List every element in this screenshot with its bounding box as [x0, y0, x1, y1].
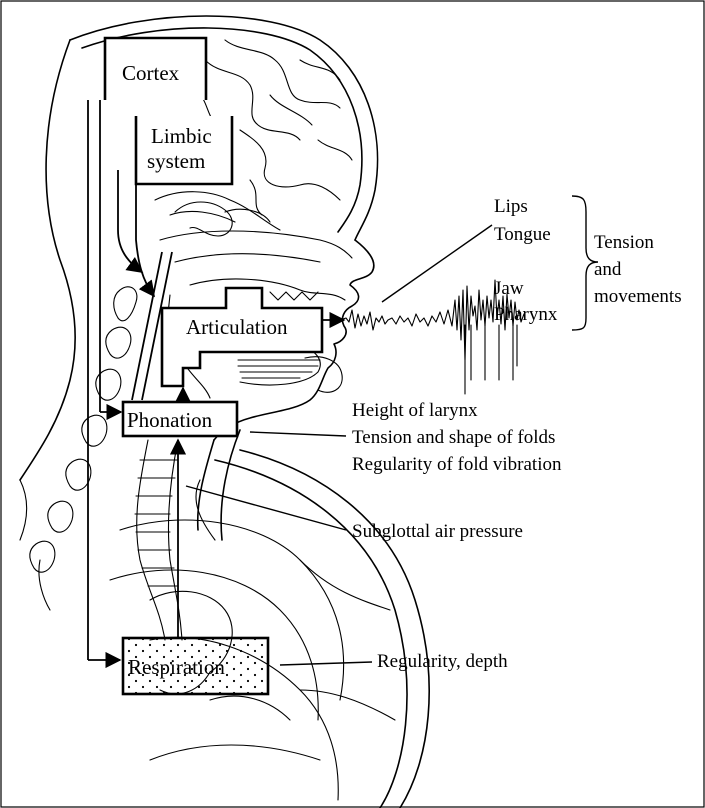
tongue-label: Tongue — [494, 224, 551, 245]
phonation-label-line2: Tension and shape of folds — [352, 427, 555, 448]
cortex-label: Cortex — [122, 61, 180, 85]
phonation-label-line1: Height of larynx — [352, 400, 478, 421]
articulation-label: Articulation — [186, 315, 288, 339]
lips-pointer-line — [382, 225, 492, 302]
phonation-pointer-line — [250, 432, 346, 436]
subglottal-label: Subglottal air pressure — [352, 521, 523, 542]
bracket-label-line3: movements — [594, 286, 682, 307]
phonation-label-line3: Regularity of fold vibration — [352, 454, 562, 475]
arrow-limbic-down — [136, 185, 154, 296]
phonation-label: Phonation — [127, 408, 213, 432]
ribcage-illustration — [110, 450, 429, 808]
bracket-label-line2: and — [594, 259, 622, 280]
respiration-label: Respiration — [128, 655, 225, 679]
bracket-label-line1: Tension — [594, 232, 654, 253]
limbic-label-line2: system — [147, 149, 205, 173]
respiration-pointer-line — [280, 662, 372, 665]
lips-label: Lips — [494, 196, 528, 217]
respiration-detail-label: Regularity, depth — [377, 651, 508, 672]
limbic-label-line1: Limbic — [151, 124, 212, 148]
jaw-label: Jaw — [494, 278, 524, 299]
trachea-illustration — [135, 440, 182, 640]
spine-illustration — [20, 287, 137, 610]
pharynx-label: Pharynx — [494, 304, 558, 325]
